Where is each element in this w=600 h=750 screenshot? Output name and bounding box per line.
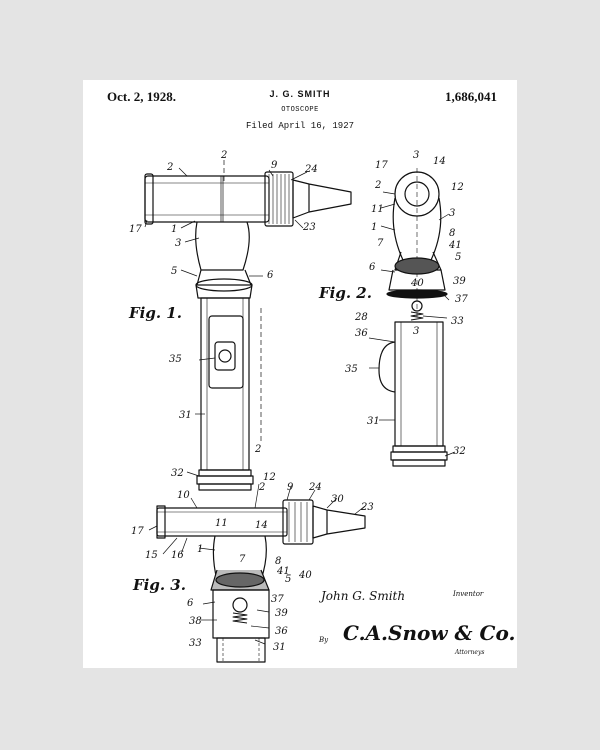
patent-sheet: Oct. 2, 1928. J. G. SMITH 1,686,041 OTOS…: [83, 80, 517, 668]
svg-text:15: 15: [145, 550, 158, 561]
svg-text:17: 17: [129, 224, 142, 235]
svg-text:36: 36: [355, 328, 368, 339]
svg-text:8: 8: [449, 228, 455, 239]
fig3-label: Fig. 3.: [132, 576, 186, 594]
svg-text:31: 31: [367, 416, 380, 427]
svg-text:24: 24: [304, 164, 318, 175]
attorney-signature: C.A.Snow & Co.: [343, 621, 515, 645]
svg-text:2: 2: [258, 482, 265, 493]
svg-text:1: 1: [171, 224, 177, 235]
fig2-label: Fig. 2.: [318, 284, 372, 302]
svg-text:36: 36: [275, 626, 288, 637]
fig1-drawing: [145, 160, 351, 490]
svg-text:14: 14: [255, 520, 268, 531]
svg-text:7: 7: [377, 238, 384, 249]
attorney-caption: Attorneys: [454, 649, 484, 656]
svg-text:31: 31: [273, 642, 286, 653]
svg-text:40: 40: [410, 278, 424, 289]
svg-text:16: 16: [171, 550, 184, 561]
svg-text:3: 3: [449, 208, 455, 219]
svg-text:9: 9: [287, 482, 294, 493]
svg-text:12: 12: [451, 182, 464, 193]
svg-text:39: 39: [275, 608, 288, 619]
svg-text:6: 6: [267, 270, 274, 281]
svg-text:1: 1: [197, 544, 203, 555]
svg-text:33: 33: [189, 638, 202, 649]
svg-text:17: 17: [375, 160, 388, 171]
svg-text:6: 6: [369, 262, 376, 273]
svg-text:24: 24: [308, 482, 322, 493]
fig3-drawing: [149, 484, 365, 662]
svg-text:3: 3: [175, 238, 181, 249]
svg-text:7: 7: [239, 554, 246, 565]
svg-text:3: 3: [413, 150, 419, 161]
svg-text:33: 33: [451, 316, 464, 327]
svg-text:35: 35: [169, 354, 182, 365]
svg-text:37: 37: [455, 294, 468, 305]
svg-text:30: 30: [331, 494, 344, 505]
svg-text:23: 23: [302, 222, 316, 233]
fig1-label: Fig. 1.: [128, 304, 182, 322]
svg-text:31: 31: [179, 410, 192, 421]
svg-text:9: 9: [271, 160, 278, 171]
svg-text:39: 39: [453, 276, 466, 287]
svg-text:11: 11: [215, 518, 228, 529]
svg-text:40: 40: [298, 570, 312, 581]
svg-text:3: 3: [413, 326, 419, 337]
svg-text:2: 2: [166, 162, 173, 173]
svg-text:5: 5: [455, 252, 461, 263]
svg-text:2: 2: [254, 444, 261, 455]
svg-text:6: 6: [187, 598, 194, 609]
svg-text:35: 35: [345, 364, 358, 375]
svg-text:38: 38: [189, 616, 202, 627]
svg-text:5: 5: [171, 266, 177, 277]
svg-text:14: 14: [433, 156, 446, 167]
svg-text:32: 32: [171, 468, 184, 479]
svg-text:2: 2: [374, 180, 381, 191]
svg-text:1: 1: [371, 222, 377, 233]
patent-drawing: 22924 171233 563531 232 3141712 21113 78…: [83, 80, 517, 668]
svg-text:10: 10: [177, 490, 190, 501]
inventor-caption: Inventor: [452, 590, 484, 598]
svg-text:32: 32: [453, 446, 466, 457]
by-label: By: [318, 636, 329, 644]
inventor-signature: John G. Smith: [318, 589, 405, 603]
svg-text:17: 17: [131, 526, 144, 537]
svg-text:2: 2: [220, 150, 227, 161]
svg-text:28: 28: [354, 312, 368, 323]
svg-text:41: 41: [448, 240, 462, 251]
svg-text:5: 5: [285, 574, 291, 585]
svg-text:23: 23: [360, 502, 374, 513]
svg-text:11: 11: [371, 204, 384, 215]
svg-text:37: 37: [271, 594, 284, 605]
